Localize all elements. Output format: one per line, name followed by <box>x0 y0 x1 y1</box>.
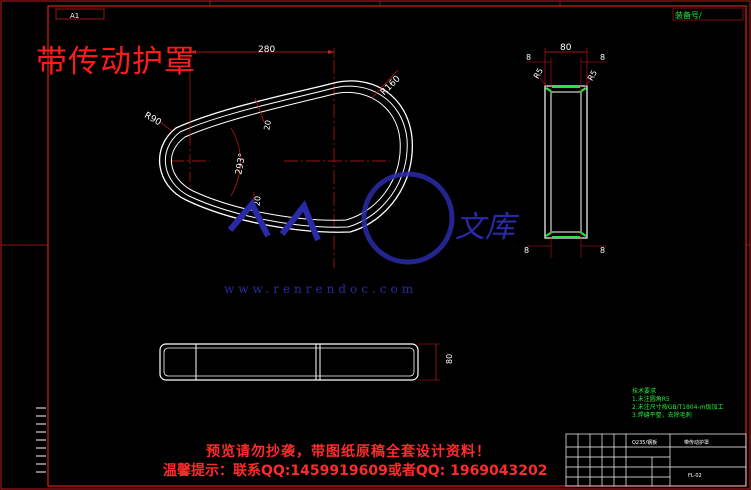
side-thk-bot-right-label: 8 <box>600 246 605 255</box>
title-block-material: Q235/钢板 <box>632 440 658 446</box>
watermark-url: www.renrendoc.com <box>224 282 418 296</box>
guard-side-view: 80 R5 R5 8 8 8 8 <box>524 43 606 258</box>
wrap-angle-arc <box>230 127 241 197</box>
title-block <box>565 433 747 487</box>
sheet-size-label: A1 <box>70 12 80 20</box>
watermark-person-2 <box>279 200 321 242</box>
side-inner-rect <box>550 91 582 233</box>
side-thk-top-right-label: 8 <box>600 53 605 62</box>
title-block-code: FL-02 <box>688 473 702 479</box>
border-ticks <box>1 1 750 246</box>
watermark-brand: 文库 <box>455 210 515 245</box>
watermark-person-1 <box>227 198 271 238</box>
dim-r90-label: R90 <box>142 111 163 129</box>
watermark-ring <box>361 171 455 265</box>
drawing-title: 带传动护罩 <box>36 44 196 80</box>
side-thk-top-left-label: 8 <box>526 53 531 62</box>
watermark-logo <box>227 171 455 265</box>
notes-line-3: 3.焊缝平整，去除毛刺 <box>632 412 692 419</box>
r90-leader <box>159 121 173 132</box>
dim-280-arrow-right <box>328 50 334 54</box>
inner-border <box>47 5 747 487</box>
corner-code-label: 装备号/ <box>675 11 702 20</box>
side-thk-bot-left-label: 8 <box>524 246 529 255</box>
sheet-tag-box <box>55 8 105 20</box>
bottom-outer-rect <box>159 343 419 381</box>
warning-line-1: 预览请勿抄袭，带图纸原稿全套设计资料！ <box>206 444 491 460</box>
side-width-label: 80 <box>560 43 572 53</box>
technical-notes: 技术要求 1.未注圆角R5 2.未注尺寸按GB/T1804-m级加工 3.焊缝平… <box>632 388 723 420</box>
guard-bottom-view: 80 <box>159 343 454 381</box>
side-weld-marks <box>545 86 587 238</box>
guard-outer-outline <box>158 80 413 233</box>
guard-middle-outline <box>164 85 408 228</box>
dim-280-label: 280 <box>258 45 275 55</box>
r5-left-leader <box>539 77 549 89</box>
notes-line-2: 2.未注尺寸按GB/T1804-m级加工 <box>632 404 724 411</box>
side-r5-left-label: R5 <box>532 67 545 81</box>
side-r5-right-label: R5 <box>586 69 599 83</box>
guard-front-view: 280 R160 R90 20 20 293° <box>142 45 413 268</box>
left-edge-marks <box>36 407 46 473</box>
warning-line-2: 温馨提示：联系QQ:1459919609或者QQ: 1969043202 <box>163 463 548 479</box>
notes-heading: 技术要求 <box>632 388 657 395</box>
corner-tag-box <box>672 7 744 21</box>
guard-inner-outline <box>170 91 401 221</box>
dim-280-arrow-left <box>190 50 196 54</box>
r160-leader <box>371 69 399 99</box>
title-block-name: 带传动护罩 <box>684 440 710 446</box>
dim-wrap-angle-label: 293° <box>234 152 248 175</box>
bottom-height-label: 80 <box>445 354 454 364</box>
notes-line-1: 1.未注圆角R5 <box>632 396 670 403</box>
bottom-inner-rect <box>163 347 415 377</box>
dim-wall-top-label: 20 <box>262 119 273 131</box>
r5-right-leader <box>583 77 593 89</box>
dim-wall-bottom-label: 20 <box>253 196 263 207</box>
wall-top-dim-line <box>254 97 265 123</box>
